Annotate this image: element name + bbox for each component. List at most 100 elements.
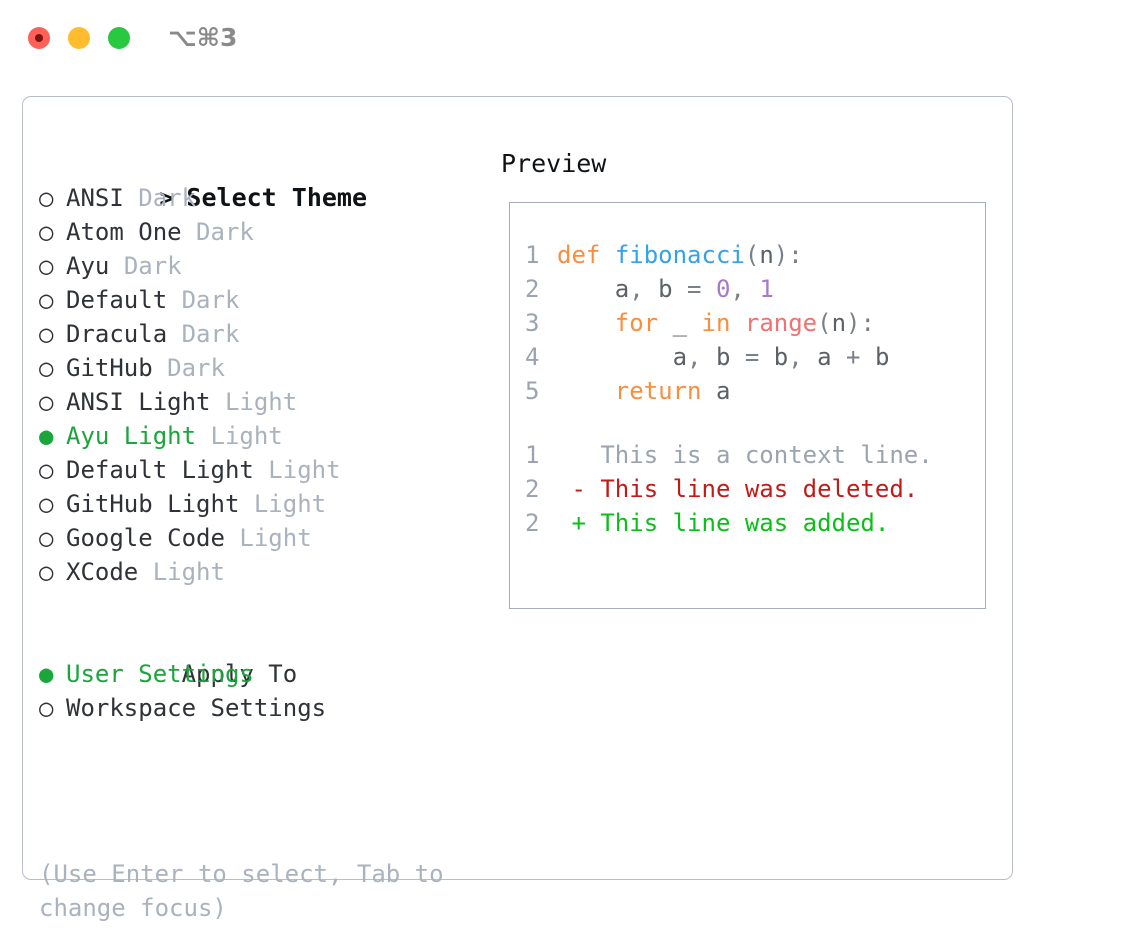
- code-token: (: [817, 309, 832, 337]
- theme-option-xcode[interactable]: ○XCode Light: [39, 555, 479, 589]
- theme-variant-badge: Light: [268, 456, 341, 484]
- apply-to-option-list: ● User Settings ○Workspace Settings: [39, 657, 479, 725]
- code-token: a: [672, 343, 688, 371]
- code-token: [702, 377, 716, 405]
- radio-unselected-icon[interactable]: ○: [39, 320, 54, 348]
- theme-option-atom-one[interactable]: ○ Atom One Dark: [39, 215, 479, 249]
- code-token: + This line was added.: [557, 509, 890, 537]
- line-number: 2: [525, 509, 540, 537]
- theme-variant-badge: Dark: [123, 252, 182, 280]
- apply-to-header: ○Apply To: [39, 623, 479, 688]
- code-token: fibonacci: [614, 241, 745, 269]
- code-token: return: [614, 377, 702, 405]
- radio-unselected-icon[interactable]: ○: [39, 694, 54, 722]
- diff-line: 2 - This line was deleted.: [525, 472, 975, 506]
- theme-option-label: Ayu Light: [66, 422, 197, 450]
- line-number: 1: [525, 241, 540, 269]
- code-token: n: [759, 241, 774, 269]
- preview-heading: Preview: [501, 149, 607, 178]
- code-token: This is a context line.: [557, 441, 933, 469]
- keyboard-hint-text: (Use Enter to select, Tab to change focu…: [39, 860, 444, 922]
- minimize-window-icon[interactable]: [68, 27, 90, 49]
- code-token: b: [874, 343, 890, 371]
- code-token: - This line was deleted.: [557, 475, 919, 503]
- theme-option-default-light[interactable]: ○ Default Light Light: [39, 453, 479, 487]
- theme-option-google-code[interactable]: ○Google Code Light: [39, 521, 479, 555]
- code-token: [557, 343, 673, 371]
- apply-to-option-user-settings[interactable]: ● User Settings: [39, 657, 479, 691]
- apply-to-option-workspace-settings[interactable]: ○Workspace Settings: [39, 691, 479, 725]
- code-token: for: [614, 309, 659, 337]
- code-token: [557, 309, 615, 337]
- radio-unselected-icon[interactable]: ○: [39, 490, 54, 518]
- theme-option-ansi[interactable]: ○ANSI Dark: [39, 181, 479, 215]
- theme-option-github[interactable]: ○GitHub Dark: [39, 351, 479, 385]
- theme-variant-badge: Dark: [181, 320, 240, 348]
- theme-option-ayu[interactable]: ○ Ayu Dark: [39, 249, 479, 283]
- radio-unselected-icon[interactable]: ○: [39, 354, 54, 382]
- code-token: range: [744, 309, 818, 337]
- theme-option-label: GitHub: [66, 354, 153, 382]
- keyboard-shortcut-label: ⌥⌘3: [168, 23, 238, 52]
- code-line: 3 for _ in range(n):: [525, 306, 975, 340]
- theme-variant-badge: Dark: [196, 218, 254, 246]
- theme-selector-dialog: >Select Theme ○ANSI Dark○Atom One Dark○A…: [22, 96, 1013, 922]
- code-token: =: [672, 275, 716, 303]
- code-token: [600, 241, 614, 269]
- code-token: [687, 309, 701, 337]
- code-token: def: [557, 241, 601, 269]
- radio-unselected-icon[interactable]: ○: [39, 184, 54, 212]
- maximize-window-icon[interactable]: [108, 27, 130, 49]
- line-number: 1: [525, 441, 540, 469]
- radio-unselected-icon[interactable]: ○: [39, 456, 54, 484]
- radio-unselected-icon[interactable]: ○: [39, 524, 54, 552]
- code-diff-spacer: [525, 408, 975, 438]
- theme-option-ansi-light[interactable]: ○ANSI Light Light: [39, 385, 479, 419]
- diff-line: 1 This is a context line.: [525, 438, 975, 472]
- apply-to-title: Apply To: [181, 660, 298, 688]
- close-window-icon[interactable]: [28, 27, 50, 49]
- radio-unselected-icon[interactable]: ○: [39, 388, 54, 416]
- code-token: in: [701, 309, 731, 337]
- prompt-caret-icon: >: [159, 184, 174, 212]
- theme-option-label: GitHub Light: [66, 490, 240, 518]
- line-number: 2: [525, 275, 540, 303]
- code-token: ):: [846, 309, 875, 337]
- theme-option-label: ANSI Light: [66, 388, 211, 416]
- code-token: (: [744, 241, 760, 269]
- line-number: 5: [525, 377, 540, 405]
- select-theme-title: Select Theme: [186, 183, 368, 212]
- code-token: ,: [788, 343, 818, 371]
- line-number: 4: [525, 343, 540, 371]
- code-token: b: [715, 343, 731, 371]
- theme-list-column: >Select Theme ○ANSI Dark○Atom One Dark○A…: [39, 147, 479, 725]
- code-token: 0: [715, 275, 731, 303]
- code-token: 1: [759, 275, 774, 303]
- theme-option-ayu-light[interactable]: ●Ayu Light Light: [39, 419, 479, 453]
- theme-option-label: Ayu: [66, 252, 110, 280]
- line-number: 3: [525, 309, 540, 337]
- theme-variant-badge: Light: [239, 524, 312, 552]
- radio-unselected-icon[interactable]: ○: [39, 218, 54, 246]
- radio-selected-icon[interactable]: ●: [39, 660, 54, 688]
- code-line: 4 a, b = b, a + b: [525, 340, 975, 374]
- theme-option-label: Dracula: [66, 320, 168, 348]
- radio-unselected-icon[interactable]: ○: [39, 558, 54, 586]
- theme-option-label: Atom One: [66, 218, 182, 246]
- radio-unselected-icon[interactable]: ○: [39, 286, 54, 314]
- apply-to-option-label: User Settings: [66, 660, 254, 688]
- radio-selected-icon[interactable]: ●: [39, 422, 54, 450]
- radio-unselected-icon[interactable]: ○: [39, 252, 54, 280]
- code-token: a: [614, 275, 630, 303]
- theme-option-github-light[interactable]: ○GitHub Light Light: [39, 487, 479, 521]
- code-token: ,: [629, 275, 659, 303]
- diff-lines: 1 This is a context line.2 - This line w…: [525, 438, 975, 540]
- theme-option-label: Default Light: [66, 456, 254, 484]
- code-line: 5 return a: [525, 374, 975, 408]
- theme-option-default[interactable]: ○Default Dark: [39, 283, 479, 317]
- theme-option-dracula[interactable]: ○ Dracula Dark: [39, 317, 479, 351]
